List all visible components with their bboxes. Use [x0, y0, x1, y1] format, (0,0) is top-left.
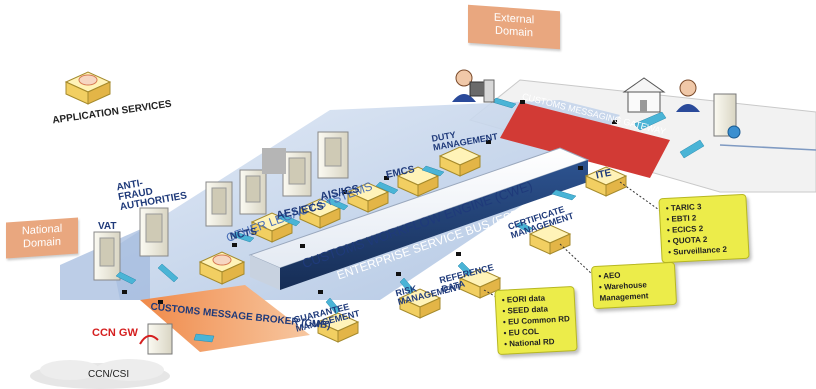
arrow-icon	[633, 111, 667, 131]
vat-label: VAT	[98, 221, 117, 232]
cwe-slab-side	[250, 255, 280, 290]
dot	[122, 290, 127, 294]
placeholder-block	[262, 148, 286, 174]
dot	[520, 100, 525, 104]
connector-arrows	[115, 97, 705, 343]
server-icon	[239, 169, 267, 215]
dot	[486, 140, 491, 144]
legend-service-box-icon	[64, 71, 112, 105]
service-box-icon	[198, 251, 246, 285]
reference-data-list: EORI data SEED data EU Common RD EU COL …	[502, 291, 571, 349]
arrow-icon	[277, 213, 301, 227]
server-icon	[205, 181, 233, 227]
ccn-csi-label: CCN/CSI	[88, 369, 130, 380]
national-domain-label: National Domain	[21, 222, 63, 250]
arrow-icon	[375, 181, 399, 195]
dot	[456, 252, 461, 256]
vat-server-icon	[93, 231, 121, 281]
dot	[396, 272, 401, 276]
national-domain-tab: National Domain	[6, 217, 78, 259]
arrow-icon	[515, 221, 533, 233]
external-server-icon	[713, 93, 741, 139]
arrow-icon	[325, 197, 349, 211]
dot	[578, 166, 583, 170]
cmb-bar	[140, 285, 310, 352]
ite-systems-note: TARIC 3 EBTI 2 ECICS 2 QUOTA 2 Surveilla…	[658, 193, 750, 264]
ccn-csi-cloud-icon	[30, 359, 170, 389]
arrow-icon	[421, 165, 445, 177]
reference-data-note: EORI data SEED data EU Common RD EU COL …	[494, 285, 578, 356]
esb-bar	[280, 160, 588, 290]
connector-dots	[122, 100, 617, 304]
service-box-icon	[316, 312, 360, 343]
certificate-note: AEO Warehouse Management	[590, 261, 678, 310]
arrow-icon	[399, 277, 415, 295]
arrow-icon	[157, 263, 179, 283]
arrow-icon	[231, 231, 255, 243]
arrow-icon	[115, 271, 137, 285]
arrow-icon	[457, 261, 473, 277]
dot	[318, 290, 323, 294]
customs-messaging-gateway-bar	[500, 102, 670, 178]
house-icon	[622, 77, 666, 113]
domain-border-line	[719, 144, 816, 151]
service-box-icon	[458, 268, 502, 299]
server-icon	[317, 131, 349, 179]
ccn-gateway-icon	[139, 323, 173, 355]
dot	[384, 176, 389, 180]
external-domain-tab: External Domain	[468, 4, 560, 50]
list-item: National RD	[504, 335, 570, 349]
ite-systems-list: TARIC 3 EBTI 2 ECICS 2 QUOTA 2 Surveilla…	[666, 199, 743, 258]
service-box-icon	[438, 146, 482, 177]
dot	[232, 243, 237, 247]
server-icon	[282, 151, 312, 197]
service-box-icon	[584, 166, 628, 197]
trader-icon	[676, 79, 700, 112]
certificate-list: AEO Warehouse Management	[598, 267, 670, 304]
service-box-icon	[346, 182, 390, 213]
dot	[612, 120, 617, 124]
anti-fraud-server-icon	[139, 207, 169, 257]
arrow-icon	[193, 333, 215, 343]
list-item: Warehouse Management	[599, 278, 670, 304]
arrow-icon	[551, 189, 577, 201]
legacy-servers	[93, 131, 349, 281]
ccn-gw-label: CCN GW	[92, 327, 138, 339]
dot	[300, 244, 305, 248]
arrow-icon	[679, 139, 705, 159]
external-domain-label: External Domain	[493, 11, 535, 39]
customs-officer-icon	[452, 69, 495, 103]
service-box-icon	[398, 288, 442, 319]
dot	[158, 300, 163, 304]
dot	[342, 190, 347, 194]
arrow-icon	[325, 297, 341, 315]
